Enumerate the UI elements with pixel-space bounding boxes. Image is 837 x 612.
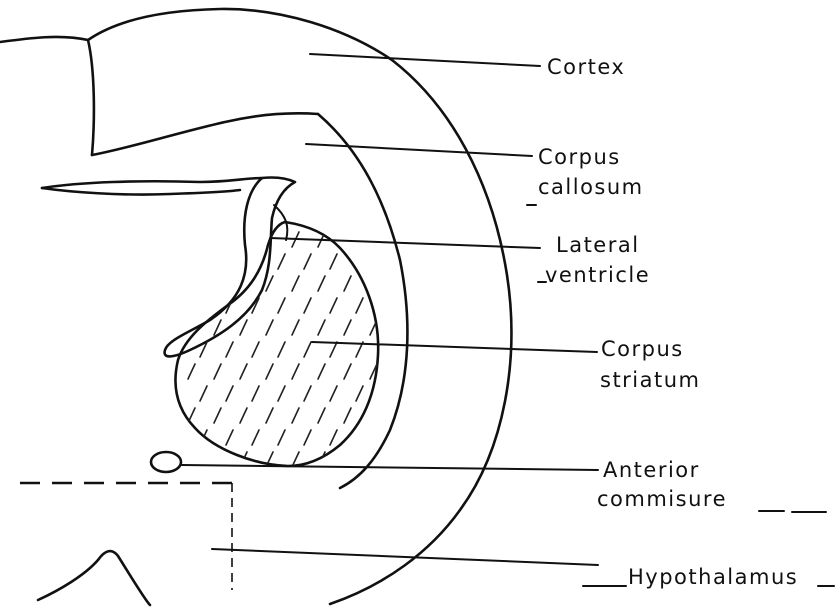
hatch-stroke xyxy=(226,342,233,357)
hatch-stroke xyxy=(292,276,299,291)
hatch-stroke xyxy=(344,232,351,247)
hatch-stroke xyxy=(318,320,325,335)
hatch-stroke xyxy=(292,364,299,379)
hatch-stroke xyxy=(330,386,337,401)
hatch-stroke xyxy=(304,430,311,445)
hatch-stroke xyxy=(344,452,351,467)
hatch-stroke xyxy=(226,254,233,269)
hatch-stroke xyxy=(278,254,285,269)
label-lateral-ventricle-line2: ventricle xyxy=(545,263,650,287)
leader-corpus-callosum xyxy=(306,144,532,156)
leader-cortex xyxy=(310,54,540,66)
leader-corpus-striatum xyxy=(312,342,597,352)
hatch-stroke xyxy=(304,254,311,269)
hatch-stroke xyxy=(330,298,337,313)
hatch-stroke xyxy=(266,408,273,423)
hatch-stroke xyxy=(356,254,363,269)
label-anterior-commisure-line2: commisure xyxy=(597,487,727,511)
hatch-stroke xyxy=(382,298,389,313)
hatch-stroke xyxy=(344,364,351,379)
hatch-stroke xyxy=(188,276,195,291)
hatch-stroke xyxy=(252,386,259,401)
hatch-stroke xyxy=(344,276,351,291)
hatch-stroke xyxy=(240,364,247,379)
hatch-stroke xyxy=(214,408,221,423)
hatch-stroke xyxy=(200,254,207,269)
hatch-stroke xyxy=(252,430,259,445)
bottom-contour xyxy=(38,551,150,605)
hatch-stroke xyxy=(226,430,233,445)
label-corpus-callosum-line1: Corpus xyxy=(538,145,621,169)
label-anterior-commisure-line1: Anterior xyxy=(603,458,700,482)
corpus-callosum-band xyxy=(42,178,262,188)
hatch-stroke xyxy=(200,386,207,401)
corpus-callosum-band-lower xyxy=(42,188,240,195)
leader-anterior-commisure xyxy=(182,465,598,470)
hatch-stroke xyxy=(252,254,259,269)
hatch-stroke xyxy=(200,298,207,313)
lateral-ventricle xyxy=(165,177,295,356)
label-corpus-callosum-line2: callosum xyxy=(538,175,644,199)
striatum-hatching xyxy=(188,232,389,467)
hatch-stroke xyxy=(356,430,363,445)
hatch-stroke xyxy=(318,408,325,423)
hatch-stroke xyxy=(370,408,377,423)
hatch-stroke xyxy=(356,298,363,313)
hatch-stroke xyxy=(330,342,337,357)
hatch-stroke xyxy=(382,254,389,269)
hatch-stroke xyxy=(344,320,351,335)
hatch-stroke xyxy=(214,232,221,247)
hatch-stroke xyxy=(344,408,351,423)
cortex-lower-edge xyxy=(92,113,318,155)
hatch-stroke xyxy=(382,386,389,401)
hatch-stroke xyxy=(330,254,337,269)
hatch-stroke xyxy=(252,342,259,357)
hatch-stroke xyxy=(188,232,195,247)
label-corpus-striatum-line1: Corpus xyxy=(601,337,684,361)
hatch-stroke xyxy=(318,276,325,291)
inner-cortex-arc xyxy=(318,114,407,488)
hatch-stroke xyxy=(188,364,195,379)
hatch-stroke xyxy=(292,320,299,335)
label-lateral-ventricle-line1: Lateral xyxy=(556,233,640,257)
midline-fissure xyxy=(88,40,94,155)
hatch-stroke xyxy=(292,408,299,423)
hatch-stroke xyxy=(278,430,285,445)
hatch-stroke xyxy=(240,408,247,423)
label-corpus-striatum-line2: striatum xyxy=(600,368,701,392)
hatch-stroke xyxy=(356,386,363,401)
label-hypothalamus: Hypothalamus xyxy=(628,565,798,589)
hatch-stroke xyxy=(278,386,285,401)
hatch-stroke xyxy=(226,386,233,401)
hatch-stroke xyxy=(318,364,325,379)
hatch-stroke xyxy=(304,298,311,313)
hatch-stroke xyxy=(370,276,377,291)
hatch-stroke xyxy=(278,342,285,357)
hatch-stroke xyxy=(188,408,195,423)
hatch-stroke xyxy=(370,232,377,247)
hatch-stroke xyxy=(240,320,247,335)
hatch-stroke xyxy=(278,298,285,313)
hatch-stroke xyxy=(330,430,337,445)
hatch-stroke xyxy=(304,386,311,401)
hatch-stroke xyxy=(266,320,273,335)
label-cortex: Cortex xyxy=(547,55,625,79)
hatch-stroke xyxy=(214,276,221,291)
anterior-commisure-shape xyxy=(151,452,181,472)
hatch-stroke xyxy=(266,364,273,379)
hatch-stroke xyxy=(304,342,311,357)
hatch-stroke xyxy=(214,364,221,379)
leader-hypothalamus xyxy=(212,549,598,565)
